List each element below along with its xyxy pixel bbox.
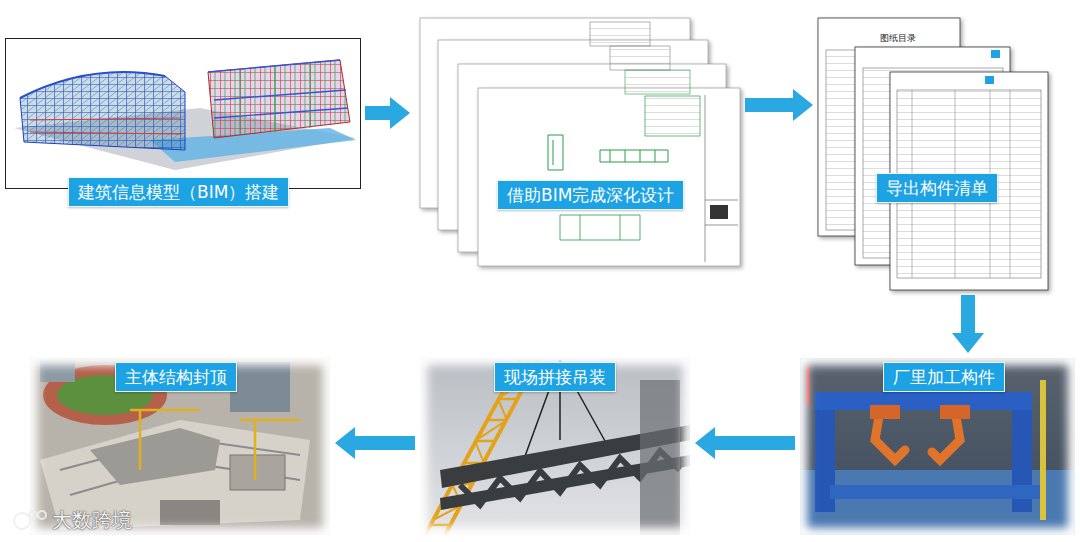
flow-arrow [695, 427, 795, 459]
sheet-title: 图纸目录 [880, 32, 916, 45]
flow-arrow [952, 295, 984, 353]
step-caption: 导出构件清单 [876, 173, 998, 203]
step-caption: 现场拼接吊装 [494, 362, 616, 392]
step-caption: 建筑信息模型（BIM）搭建 [68, 177, 289, 207]
step-caption: 厂里加工构件 [883, 362, 1005, 392]
step-panel: 厂里加工构件 [800, 358, 1075, 535]
flow-arrow [365, 97, 410, 129]
watermark: 大数跨境 [52, 507, 132, 534]
flow-arrow [335, 427, 415, 459]
step-caption: 主体结构封顶 [115, 362, 237, 392]
step-panel: 现场拼接吊装 [420, 358, 690, 535]
step-caption: 借助BIM完成深化设计 [497, 180, 684, 210]
step-panel: 导出构件清单 [818, 18, 1048, 290]
step-panel: 建筑信息模型（BIM）搭建 [5, 38, 360, 188]
flow-arrow [745, 89, 813, 121]
step-panel: 借助BIM完成深化设计 [415, 15, 740, 267]
